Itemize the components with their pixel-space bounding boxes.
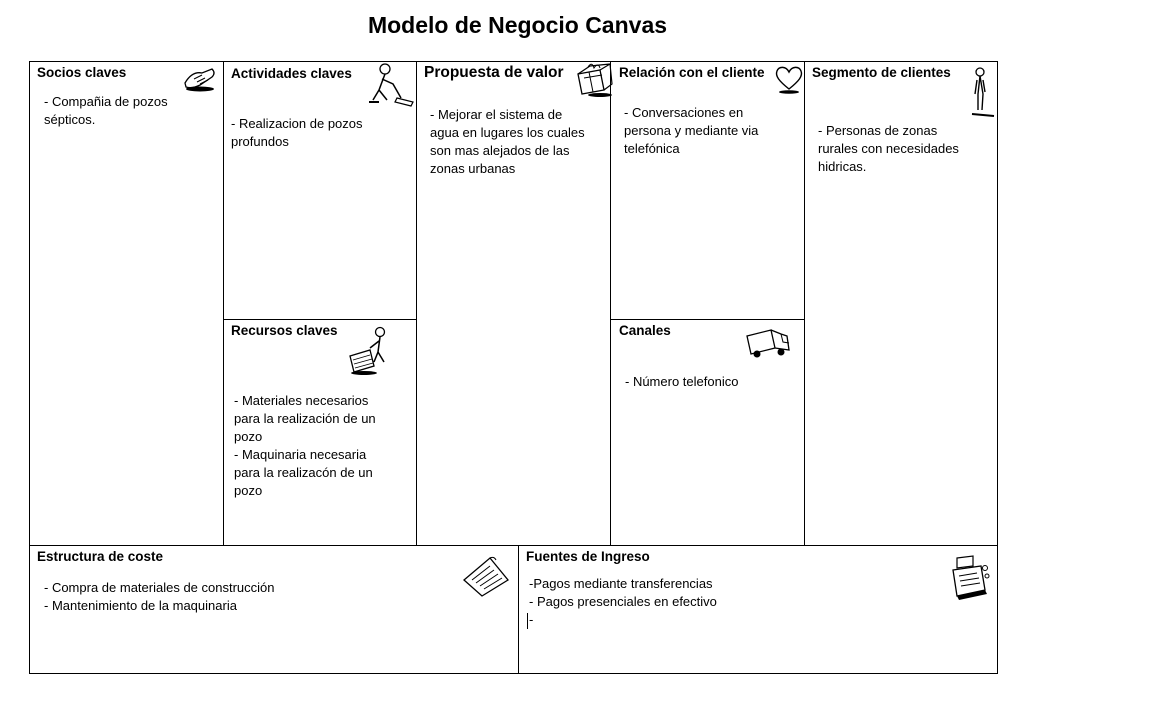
worker-icon [365, 62, 415, 108]
truck-icon [745, 326, 791, 362]
segmento-text: - Personas de zonas rurales con necesida… [818, 122, 990, 176]
segmento-line: - Personas de zonas [818, 123, 938, 138]
canales-heading: Canales [619, 323, 671, 338]
propuesta-line: zonas urbanas [430, 161, 516, 176]
socios-heading: Socios claves [37, 65, 127, 80]
relacion-line: - Conversaciones en [624, 105, 744, 120]
relacion-heading: Relación con el cliente [619, 65, 765, 80]
coste-heading: Estructura de coste [37, 549, 164, 564]
segmento-line: rurales con necesidades [818, 141, 959, 156]
segmento-heading: Segmento de clientes [812, 65, 951, 80]
block-fuentes-de-ingreso[interactable]: Fuentes de Ingreso -Pagos mediante trans… [519, 546, 997, 673]
block-actividades-claves[interactable]: Actividades claves - Realizacion de pozo… [224, 62, 417, 320]
recursos-line: - Maquinaria necesaria [234, 447, 367, 462]
recursos-heading: Recursos claves [231, 323, 338, 338]
actividades-line: - Realizacion de pozos [231, 116, 363, 131]
canales-line: - Número telefonico [625, 374, 739, 389]
text-cursor [527, 613, 528, 629]
actividades-heading: Actividades claves [231, 66, 352, 81]
propuesta-text: - Mejorar el sistema de agua en lugares … [430, 106, 606, 178]
ingreso-line: - [529, 612, 534, 627]
recursos-text: - Materiales necesarios para la realizac… [234, 392, 409, 500]
coste-line: - Compra de materiales de construcción [44, 580, 275, 595]
ingreso-heading: Fuentes de Ingreso [526, 549, 650, 564]
actividades-text: - Realizacion de pozos profundos [231, 115, 406, 151]
block-relacion-con-el-cliente[interactable]: Relación con el cliente - Conversaciones… [611, 62, 805, 320]
recursos-line: - Materiales necesarios [234, 393, 369, 408]
invoice-paper-icon [460, 554, 512, 598]
ingreso-line: - Pagos presenciales en efectivo [529, 594, 717, 609]
ingreso-text: -Pagos mediante transferencias - Pagos p… [529, 575, 929, 629]
relacion-line: persona y mediante via [624, 123, 759, 138]
coste-line: - Mantenimiento de la maquinaria [44, 598, 237, 613]
relacion-line: telefónica [624, 141, 680, 156]
person-standing-icon [970, 66, 996, 118]
propuesta-line: son mas alejados de las [430, 143, 570, 158]
block-segmento-de-clientes[interactable]: Segmento de clientes - Personas de zonas… [805, 62, 997, 546]
socios-line: - Compañia de pozos [44, 94, 168, 109]
block-estructura-de-coste[interactable]: Estructura de coste - Compra de material… [30, 546, 519, 673]
block-canales[interactable]: Canales - Número telefonico [611, 320, 805, 546]
recursos-line: para la realizacón de un [234, 465, 373, 480]
page-title: Modelo de Negocio Canvas [367, 12, 668, 38]
socios-line: sépticos. [44, 112, 96, 127]
heart-icon [773, 63, 805, 95]
relacion-text: - Conversaciones en persona y mediante v… [624, 104, 799, 158]
recursos-line: para la realización de un [234, 411, 376, 426]
business-model-canvas: Socios claves - Compañia de pozos séptic… [29, 61, 998, 674]
cash-register-icon [951, 554, 991, 602]
block-propuesta-de-valor[interactable]: Propuesta de valor - Mejorar el sistema … [417, 62, 614, 546]
block-socios-claves[interactable]: Socios claves - Compañia de pozos séptic… [30, 62, 224, 546]
canales-text: - Número telefonico [625, 373, 800, 391]
worker-with-cart-icon [348, 326, 394, 376]
coste-text: - Compra de materiales de construcción -… [44, 579, 444, 615]
handshake-icon [182, 63, 218, 93]
block-recursos-claves[interactable]: Recursos claves - Materiales necesarios … [224, 320, 417, 546]
propuesta-heading: Propuesta de valor [424, 64, 564, 81]
propuesta-line: - Mejorar el sistema de [430, 107, 563, 122]
propuesta-line: agua en lugares los cuales [430, 125, 585, 140]
recursos-line: pozo [234, 429, 263, 444]
actividades-line: profundos [231, 134, 289, 149]
segmento-line: hidricas. [818, 159, 867, 174]
gift-box-icon [574, 62, 614, 98]
socios-text: - Compañia de pozos sépticos. [44, 93, 214, 129]
recursos-line: pozo [234, 483, 263, 498]
ingreso-line: -Pagos mediante transferencias [529, 576, 713, 591]
